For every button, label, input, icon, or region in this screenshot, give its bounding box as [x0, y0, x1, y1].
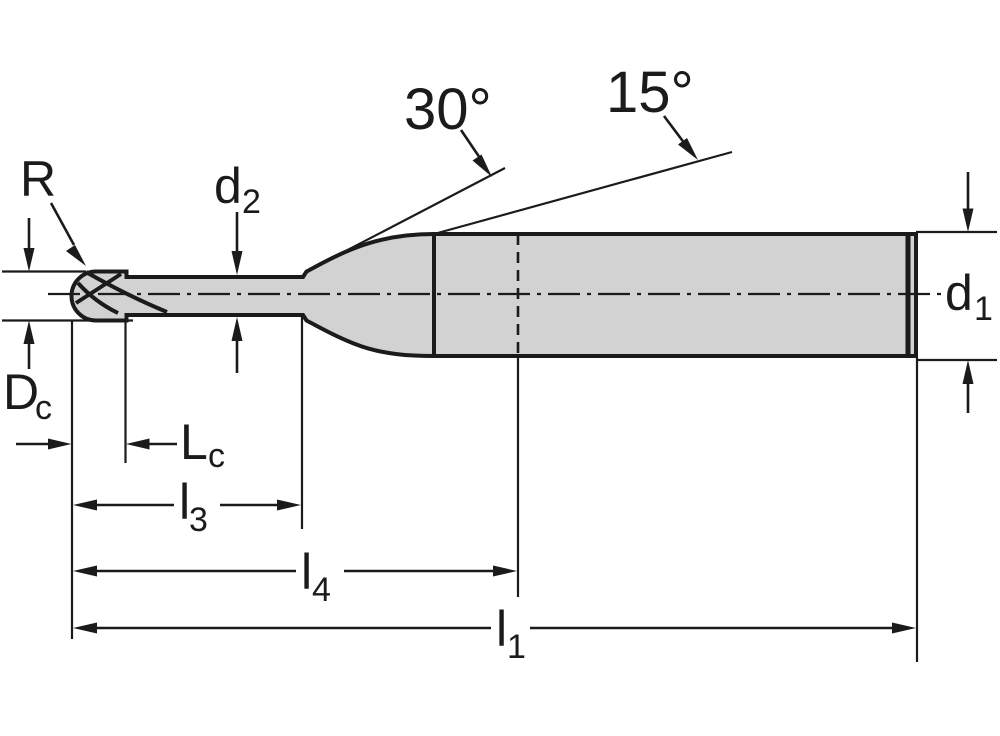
lc-label-base: L [180, 414, 208, 470]
corner-radius-leader-arrowhead [66, 245, 86, 266]
callout-corner-radius: R [20, 151, 86, 266]
dimension-neck-diameter: d 2 [214, 158, 261, 373]
angle-15-line [433, 150, 733, 236]
d1-arrowhead-down [962, 208, 974, 232]
angle-30-line [312, 167, 506, 269]
dimension-l1: l 1 [73, 601, 916, 666]
dimension-l3: l 3 [73, 474, 301, 539]
l3-arrowhead-left [73, 499, 97, 511]
dc-arrowhead-up [23, 320, 35, 344]
d1-label-sub: 1 [974, 290, 993, 328]
angle-15-label: 15° [606, 60, 694, 125]
dc-arrowhead-down [23, 248, 35, 272]
angle-30-leader-line [459, 129, 484, 162]
l3-label-sub: 3 [189, 501, 208, 539]
d2-arrowhead-down [231, 251, 243, 275]
angle-30-label: 30° [404, 77, 492, 142]
callout-angle-15: 15° [606, 60, 698, 160]
angle-30-leader-arrowhead [472, 154, 492, 177]
extension-lines [70, 234, 919, 662]
l1-label-sub: 1 [507, 628, 526, 666]
dimension-l4: l 4 [73, 544, 517, 609]
callout-angle-30: 30° [404, 77, 492, 177]
d1-arrowhead-up [962, 360, 974, 384]
corner-radius-leader-line [49, 202, 76, 246]
taper-angle-lines [312, 150, 733, 269]
lc-label-sub: c [208, 437, 225, 475]
l1-label-base: l [496, 601, 507, 657]
d2-arrowhead-up [231, 317, 243, 341]
angle-15-leader-line [662, 115, 687, 145]
l4-arrowhead-left [73, 565, 97, 577]
flute-edge-line [74, 272, 123, 305]
d2-label-sub: 2 [242, 183, 261, 221]
angle-15-leader-arrowhead [678, 138, 698, 160]
l4-arrowhead-right [493, 565, 517, 577]
lc-arrowhead-right [48, 438, 72, 450]
dimension-cutting-length: L c [16, 414, 225, 475]
dc-label-sub: c [35, 389, 52, 427]
lc-arrowhead-left [126, 438, 150, 450]
l1-arrowhead-left [73, 622, 97, 634]
d1-label-base: d [945, 265, 973, 321]
dimension-shank-diameter: d 1 [916, 172, 997, 413]
tool-body-outline [69, 232, 918, 358]
l1-arrowhead-right [892, 622, 916, 634]
corner-radius-label: R [20, 151, 56, 207]
l4-label-sub: 4 [312, 571, 331, 609]
dimension-cutting-diameter: D c [2, 218, 133, 427]
d2-label-base: d [214, 158, 242, 214]
l3-label-base: l [179, 474, 190, 530]
dc-label-base: D [3, 364, 39, 420]
flute-gash-line [76, 281, 119, 315]
l3-arrowhead-right [277, 499, 301, 511]
l4-label-base: l [301, 544, 312, 600]
